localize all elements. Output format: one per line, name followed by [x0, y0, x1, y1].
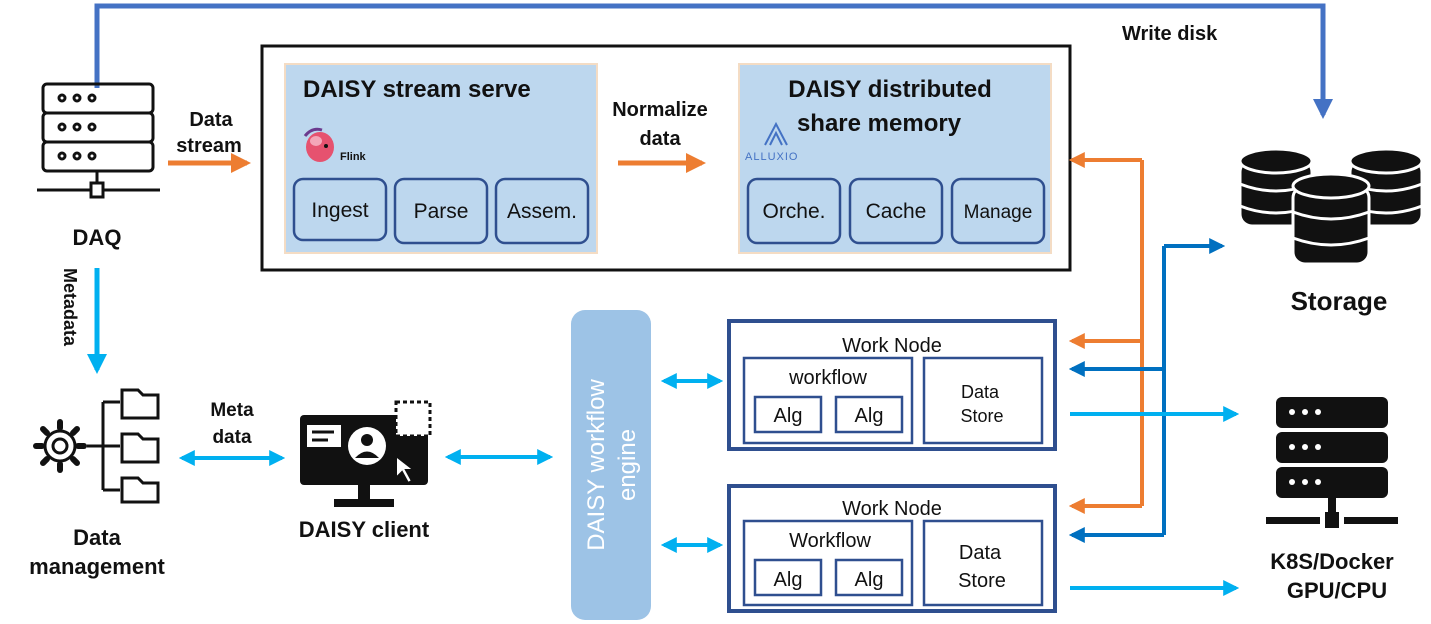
- daq-server-icon: [37, 82, 160, 199]
- work-node-2-store-label-1: Data: [959, 542, 1002, 564]
- work-node-1-alg-1-label: Alg: [774, 405, 803, 427]
- alluxio-logo-icon: [764, 121, 788, 146]
- metadata-vertical-label: Metadata: [60, 268, 80, 347]
- work-node-1-store-label-2: Store: [960, 406, 1003, 426]
- module-ingest-label: Ingest: [311, 199, 368, 222]
- data-management-label-2: management: [29, 554, 165, 579]
- share-memory-title-2: share memory: [797, 110, 962, 137]
- flink-logo-text: Flink: [340, 151, 367, 163]
- write-disk-label: Write disk: [1122, 23, 1218, 45]
- workflow-engine-label-1: DAISY workflow: [583, 379, 610, 551]
- work-node-1-store-label-1: Data: [961, 382, 1000, 402]
- meta-data-label-1: Meta: [210, 400, 254, 421]
- compute-server-icon: [1266, 397, 1398, 528]
- work-node-2-alg-1: [753, 558, 823, 597]
- work-node-2-alg-2-label: Alg: [855, 569, 884, 591]
- work-node-1-title: Work Node: [842, 335, 942, 357]
- module-manage-label: Manage: [964, 202, 1033, 223]
- stream-serve-title: DAISY stream serve: [303, 76, 531, 103]
- write-disk-arrow: [94, 3, 1333, 119]
- client-label: DAISY client: [299, 517, 430, 542]
- work-node-1: Work Node workflow Alg Alg Data Store: [727, 319, 1057, 451]
- gear-icon: [33, 419, 87, 473]
- memory-bus-arrows: [1068, 152, 1144, 514]
- normalize-label-2: data: [639, 128, 681, 150]
- module-assem: [494, 177, 590, 245]
- module-orche: [746, 177, 842, 245]
- module-assem-label: Assem.: [507, 200, 577, 223]
- work-node-2: Work Node Workflow Alg Alg Data Store: [727, 484, 1057, 613]
- daq-label: DAQ: [73, 225, 122, 250]
- meta-data-label-2: data: [212, 427, 252, 448]
- work-node-2-title: Work Node: [842, 498, 942, 520]
- compute-label-2: GPU/CPU: [1287, 578, 1387, 603]
- storage-bus-arrows: [1068, 238, 1226, 543]
- module-orche-label: Orche.: [762, 200, 825, 223]
- share-memory-title-1: DAISY distributed: [788, 76, 992, 103]
- normalize-label-1: Normalize: [612, 99, 708, 121]
- module-parse-label: Parse: [414, 200, 469, 223]
- work-node-1-alg-2: [834, 395, 904, 434]
- work-node-1-alg-2-label: Alg: [855, 405, 884, 427]
- compute-label-1: K8S/Docker: [1270, 549, 1394, 574]
- client-monitor-icon: [300, 400, 432, 507]
- workflow-engine-label-2: engine: [614, 429, 641, 501]
- share-memory-panel: DAISY distributed share memory ALLUXIO O…: [738, 63, 1052, 254]
- work-node-2-data-store: [922, 519, 1044, 607]
- work-node-2-store-label-2: Store: [958, 570, 1006, 592]
- stream-serve-panel: DAISY stream serve Flink Ingest Parse As…: [284, 63, 598, 254]
- module-cache-label: Cache: [866, 200, 927, 223]
- work-node-2-alg-1-label: Alg: [774, 569, 803, 591]
- work-node-1-data-store: [922, 356, 1044, 445]
- data-management-icon: [33, 388, 160, 504]
- module-manage: [950, 177, 1046, 245]
- data-stream-label-2: stream: [176, 135, 242, 157]
- work-node-2-alg-2: [834, 558, 904, 597]
- work-node-1-workflow-label: workflow: [788, 367, 867, 389]
- data-stream-label-1: Data: [189, 109, 233, 131]
- data-management-label-1: Data: [73, 525, 121, 550]
- alluxio-logo-text: ALLUXIO: [745, 151, 798, 163]
- work-node-1-alg-1: [753, 395, 823, 434]
- work-node-2-workflow-label: Workflow: [789, 530, 871, 552]
- storage-database-icon: [1238, 147, 1424, 266]
- module-parse: [393, 177, 489, 245]
- flink-logo-icon: [303, 127, 334, 162]
- workflow-engine: [571, 310, 651, 620]
- module-cache: [848, 177, 944, 245]
- storage-label: Storage: [1291, 286, 1388, 316]
- module-ingest: [292, 177, 388, 242]
